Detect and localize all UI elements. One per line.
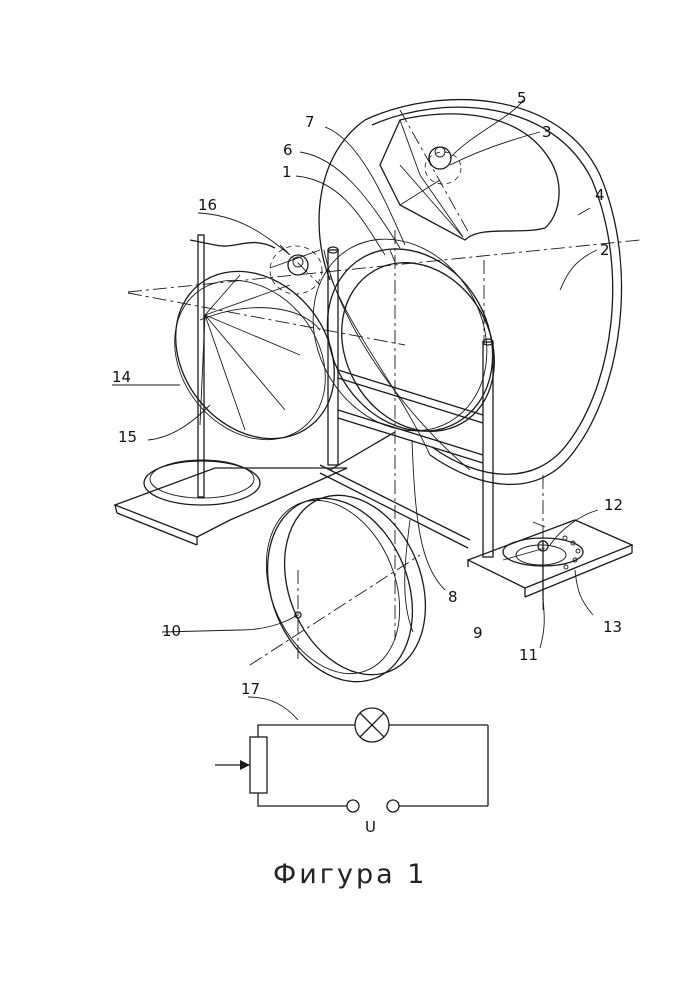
- label-5: 5: [517, 89, 527, 107]
- label-8: 8: [448, 588, 458, 606]
- lamp-window: [379, 113, 560, 241]
- lower-disc: [265, 494, 427, 683]
- label-9: 9: [473, 624, 483, 642]
- label-4: 4: [595, 186, 605, 204]
- base-rail: [319, 431, 471, 549]
- central-ring: [312, 238, 495, 432]
- electric-circuit: [215, 707, 489, 813]
- left-stand: [143, 234, 323, 506]
- terminal-left: [346, 799, 360, 813]
- part-labels: 1 2 3 4 5 6 7 8 9 10 11 12 13 14 15 16 1…: [112, 89, 623, 836]
- terminal-right: [386, 799, 400, 813]
- label-3: 3: [542, 123, 552, 141]
- label-16: 16: [198, 196, 217, 214]
- label-17: 17: [241, 680, 260, 698]
- label-14: 14: [112, 368, 131, 386]
- circuit-voltage-label: U: [365, 818, 376, 836]
- resistor-symbol: [249, 736, 268, 794]
- lamp-symbol: [354, 707, 390, 743]
- label-15: 15: [118, 428, 137, 446]
- label-11: 11: [519, 646, 538, 664]
- label-12: 12: [604, 496, 623, 514]
- label-1: 1: [282, 163, 292, 181]
- label-10: 10: [162, 622, 181, 640]
- label-2: 2: [600, 241, 610, 259]
- label-13: 13: [603, 618, 622, 636]
- leader-lines: [112, 99, 599, 721]
- label-6: 6: [283, 141, 293, 159]
- left-hemisphere: [174, 270, 335, 441]
- axis-lines: [127, 109, 641, 666]
- figure-caption: Фигура 1: [273, 859, 427, 890]
- label-7: 7: [305, 113, 315, 131]
